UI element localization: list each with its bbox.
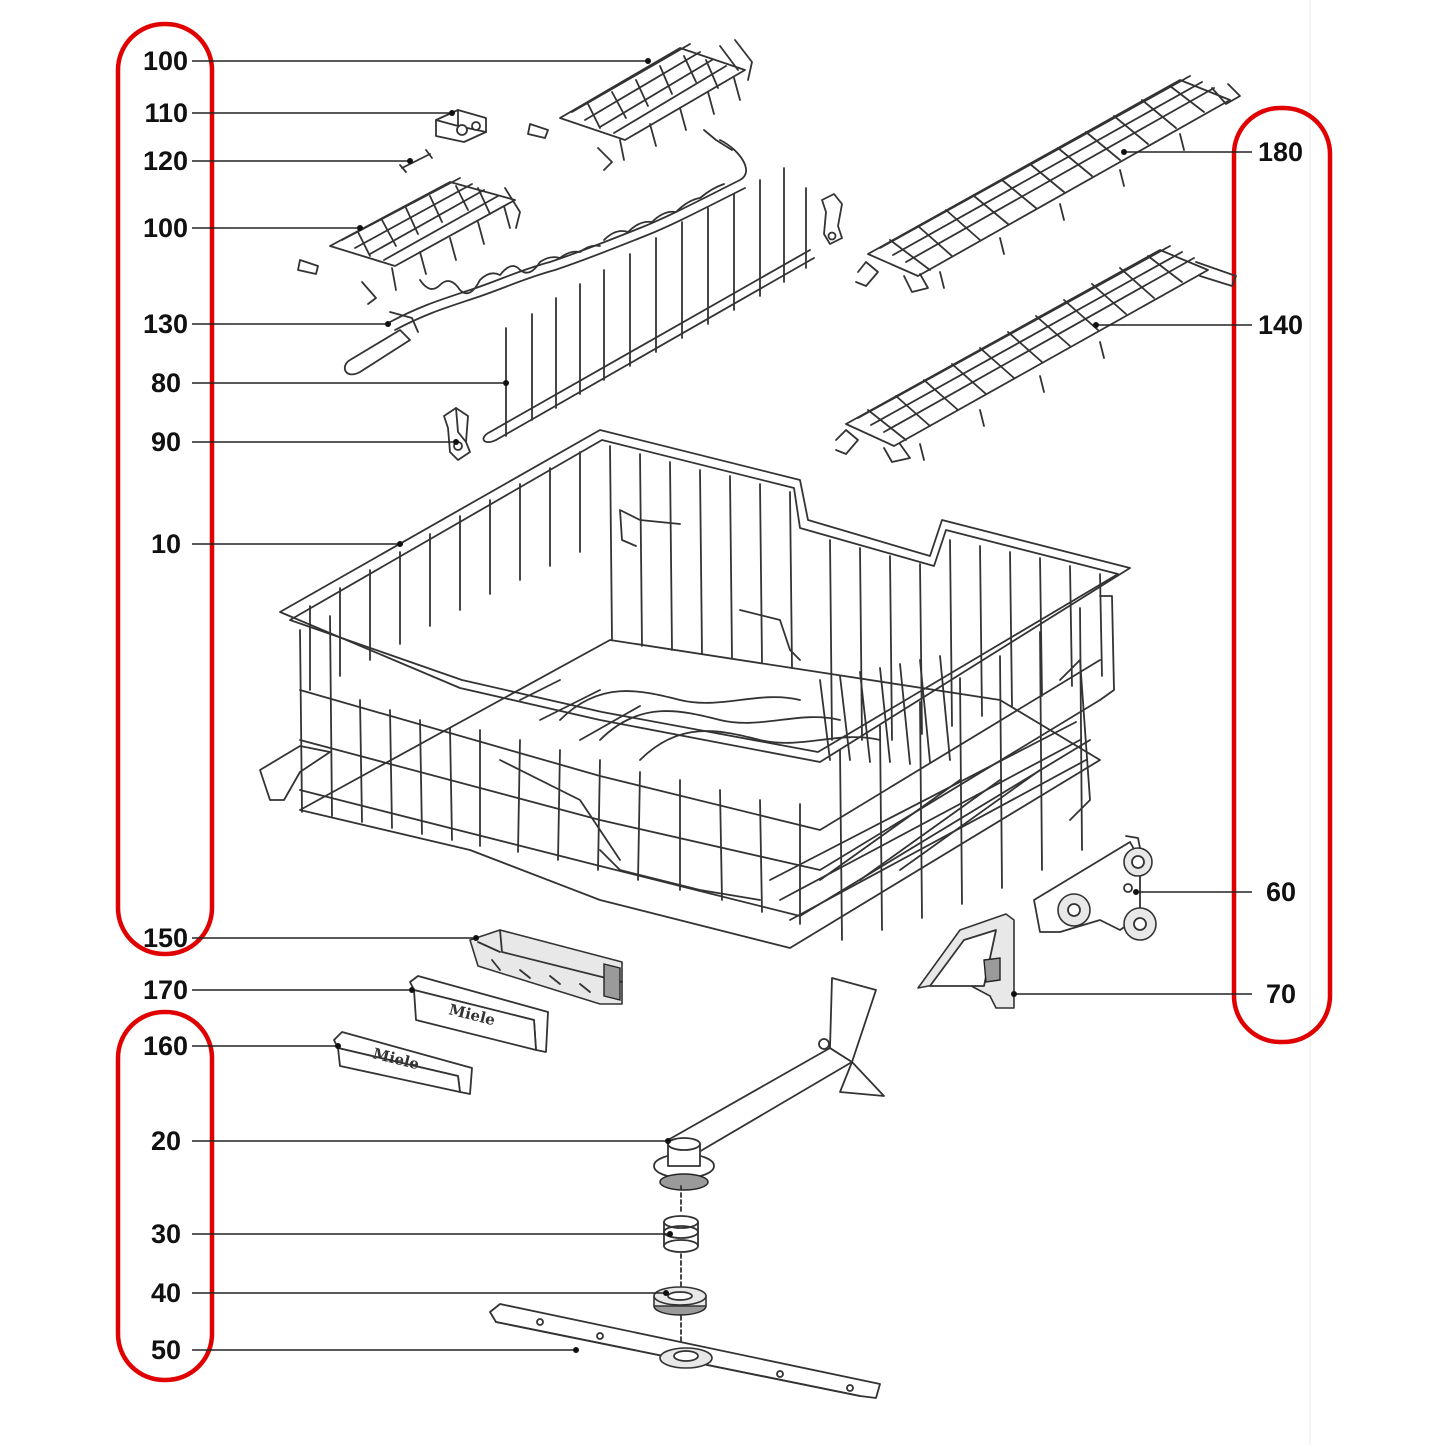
side-clip-illustration [821, 193, 843, 245]
callout-10: 10 [151, 529, 181, 559]
wheel-bracket-illustration [1033, 835, 1157, 941]
callout-20: 20 [151, 1126, 181, 1156]
callout-90: 90 [151, 427, 181, 457]
callout-160: 160 [143, 1031, 188, 1061]
callout-50: 50 [151, 1335, 181, 1365]
side-cap-illustration [917, 913, 1015, 1009]
brand-cover-lower-illustration: Miele [333, 1031, 473, 1095]
callout-labels-left: 100 110 120 100 130 80 90 10 150 170 160… [143, 46, 188, 1365]
nut-illustration [653, 1286, 707, 1316]
callout-110: 110 [144, 98, 188, 128]
callout-130: 130 [143, 309, 188, 339]
callout-60: 60 [1266, 877, 1296, 907]
cup-rack-lower-illustration [297, 177, 521, 305]
callout-100-upper: 100 [143, 46, 188, 76]
rack-clip-illustration [435, 109, 487, 143]
small-clip-illustration [443, 407, 471, 461]
callout-70: 70 [1266, 979, 1296, 1009]
long-rack-upper-illustration [855, 75, 1241, 293]
callout-40: 40 [151, 1278, 181, 1308]
highlight-group-left-upper [115, 21, 215, 957]
spray-arm-upper-illustration [653, 977, 885, 1191]
highlight-group-right [1231, 105, 1333, 1045]
tine-row-illustration [482, 167, 815, 444]
cup-rack-upper-illustration [527, 39, 753, 171]
highlight-group-left-lower [115, 1009, 215, 1383]
brand-cover-upper-illustration: Miele [409, 975, 549, 1053]
callout-labels-right: 180 140 60 70 [1258, 137, 1303, 1009]
callout-120: 120 [143, 146, 188, 176]
callout-30: 30 [151, 1219, 181, 1249]
spray-arm-lower-illustration [489, 1303, 881, 1399]
main-basket-illustration [259, 429, 1131, 949]
wire-rod-illustration [343, 129, 747, 376]
long-rack-lower-illustration [835, 245, 1237, 463]
callout-140: 140 [1258, 310, 1303, 340]
bushing-illustration [663, 1215, 699, 1253]
rack-pin-illustration [399, 149, 433, 173]
handle-part-illustration [469, 929, 623, 1005]
callout-80: 80 [151, 368, 181, 398]
callout-150: 150 [143, 923, 188, 953]
callout-180: 180 [1258, 137, 1303, 167]
callout-170: 170 [143, 975, 188, 1005]
callout-100-lower: 100 [143, 213, 188, 243]
leader-lines [192, 58, 1252, 1353]
